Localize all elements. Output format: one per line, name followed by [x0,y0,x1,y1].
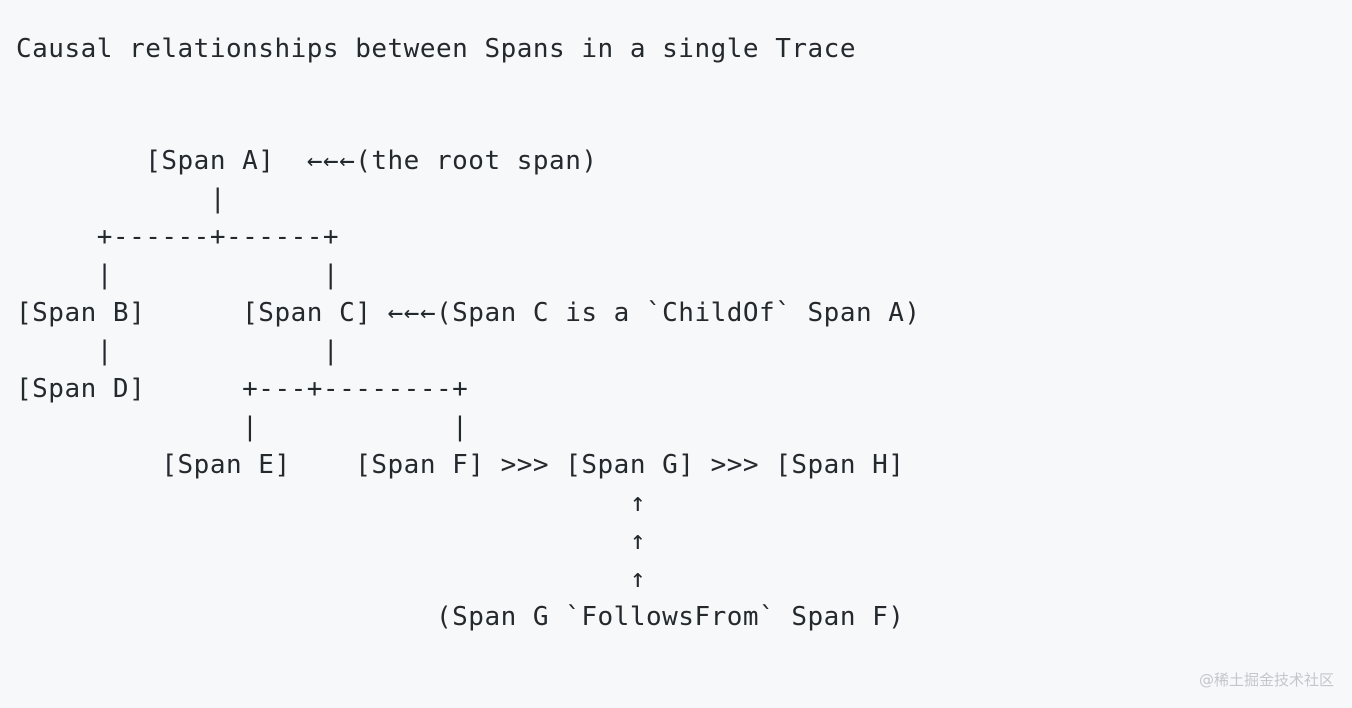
page-title: Causal relationships between Spans in a … [16,34,856,64]
watermark: @稀土掘金技术社区 [1198,671,1334,689]
span-causal-relationship-ascii-diagram: [Span A] ←←←(the root span) | +------+--… [16,146,921,632]
